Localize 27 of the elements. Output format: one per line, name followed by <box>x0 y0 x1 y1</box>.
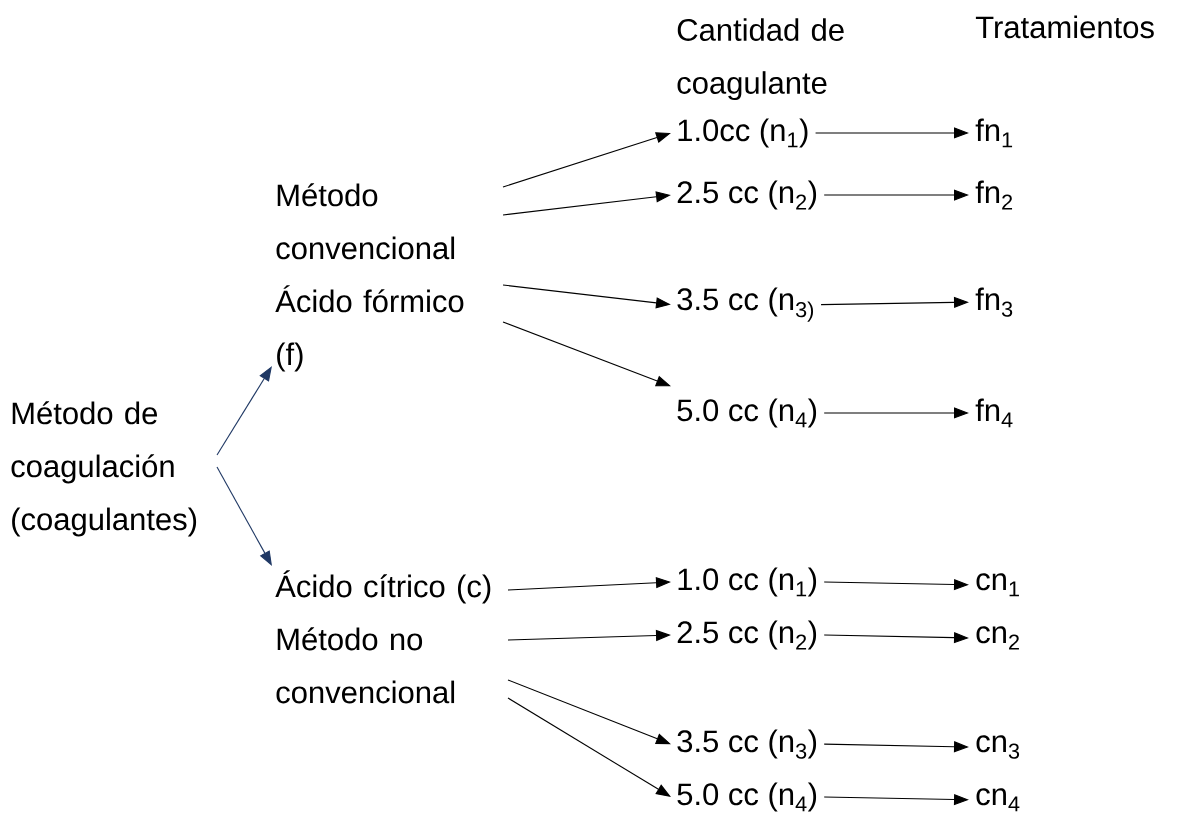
treatment-label: fn$_{2}$ <box>975 180 1013 210</box>
treatment-label: cn$_{3}$ <box>976 735 1020 759</box>
column-heading: Tratamientos <box>975 15 1154 39</box>
arrow <box>507 697 671 797</box>
treatment-label: cn$_{1}$ <box>976 573 1019 597</box>
amount-label: 1.0cc (n$_{1}$) <box>678 118 808 148</box>
amount-label: 1.0 cc (n$_{1}$) <box>678 567 817 597</box>
amount-label: 3.5 cc (n$_{3)}$ <box>677 287 814 322</box>
arrow <box>216 466 272 566</box>
method-label: Método convencional Ácido fórmico (f) <box>275 183 464 372</box>
amount-label: 3.5 cc (n$_{3}$) <box>677 729 817 759</box>
treatment-label: cn$_{2}$ <box>976 626 1019 650</box>
treatment-label: fn$_{4}$ <box>975 398 1013 428</box>
amount-label: 5.0 cc (n$_{4}$) <box>677 782 817 812</box>
arrow <box>216 366 272 456</box>
arrow <box>502 321 671 387</box>
amount-label: 2.5 cc (n$_{2}$) <box>677 180 817 210</box>
category-label: Método de coagulación (coagulantes) <box>11 401 197 537</box>
treatment-label: cn$_{4}$ <box>976 788 1020 812</box>
method-label: Ácido cítrico (c) Método no convencional <box>275 570 491 704</box>
arrow <box>502 132 671 188</box>
treatment-label: fn$_{1}$ <box>975 118 1013 148</box>
amount-label: 2.5 cc (n$_{2}$) <box>677 620 817 650</box>
arrow <box>507 679 671 745</box>
column-heading: Cantidad de coagulante <box>677 18 844 101</box>
treatment-label: fn$_{3}$ <box>975 287 1013 317</box>
amount-label: 5.0 cc (n$_{4}$) <box>677 398 817 428</box>
